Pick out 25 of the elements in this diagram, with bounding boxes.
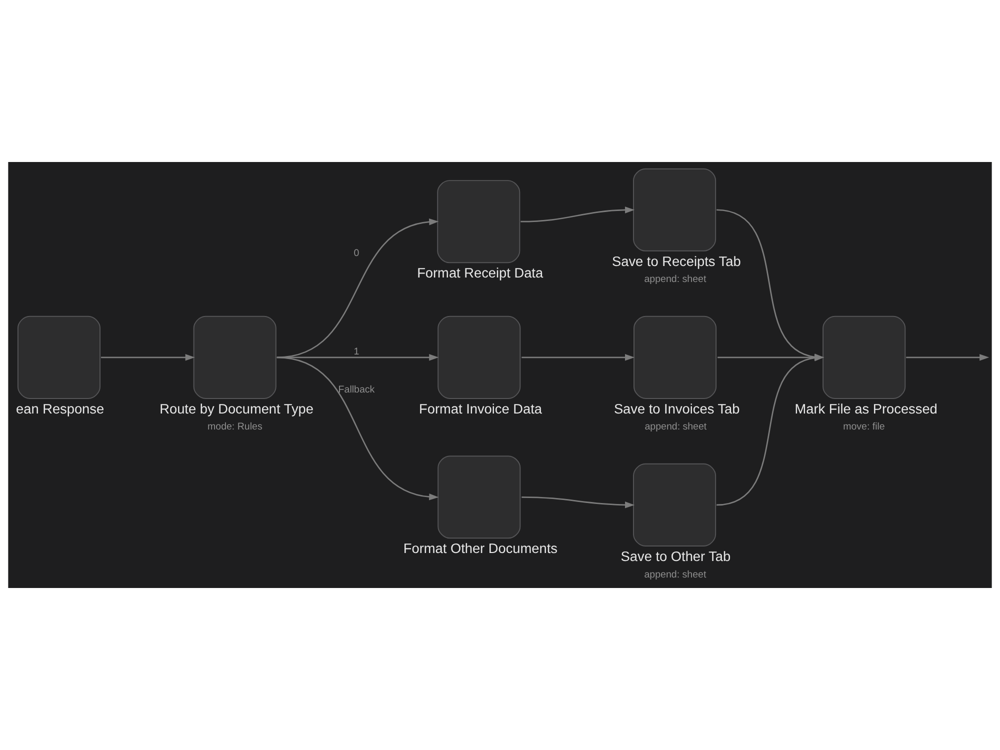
arrow — [522, 354, 635, 361]
node-label: Save to Other Tab — [620, 548, 731, 564]
node-label: Format Receipt Data — [417, 265, 544, 280]
node-label: mode: Rules — [208, 422, 262, 433]
node-label: ean Response — [16, 401, 104, 416]
arrow — [276, 356, 439, 500]
arrow — [276, 354, 439, 361]
node-label: Format Other Documents — [403, 541, 558, 556]
node-label: Route by Document Type — [160, 401, 314, 416]
node-label: move: file — [843, 422, 885, 433]
edge-label: 0 — [354, 248, 360, 259]
node-label: append: sheet — [644, 422, 707, 433]
arrow — [906, 354, 990, 361]
arrow — [522, 496, 635, 508]
node-label: Save to Receipts Tab — [612, 254, 741, 269]
node-label: append: sheet — [644, 569, 706, 580]
node-label: append: sheet — [644, 274, 706, 286]
node-label: Mark File as Processed — [794, 401, 938, 416]
node-label: Save to Invoices Tab — [614, 401, 740, 416]
node-label: Format Invoice Data — [419, 401, 542, 416]
arrow — [276, 218, 439, 358]
arrow — [101, 354, 195, 361]
edge-label: Fallback — [338, 384, 375, 396]
edge-label: 1 — [354, 346, 360, 358]
arrow — [520, 206, 635, 222]
